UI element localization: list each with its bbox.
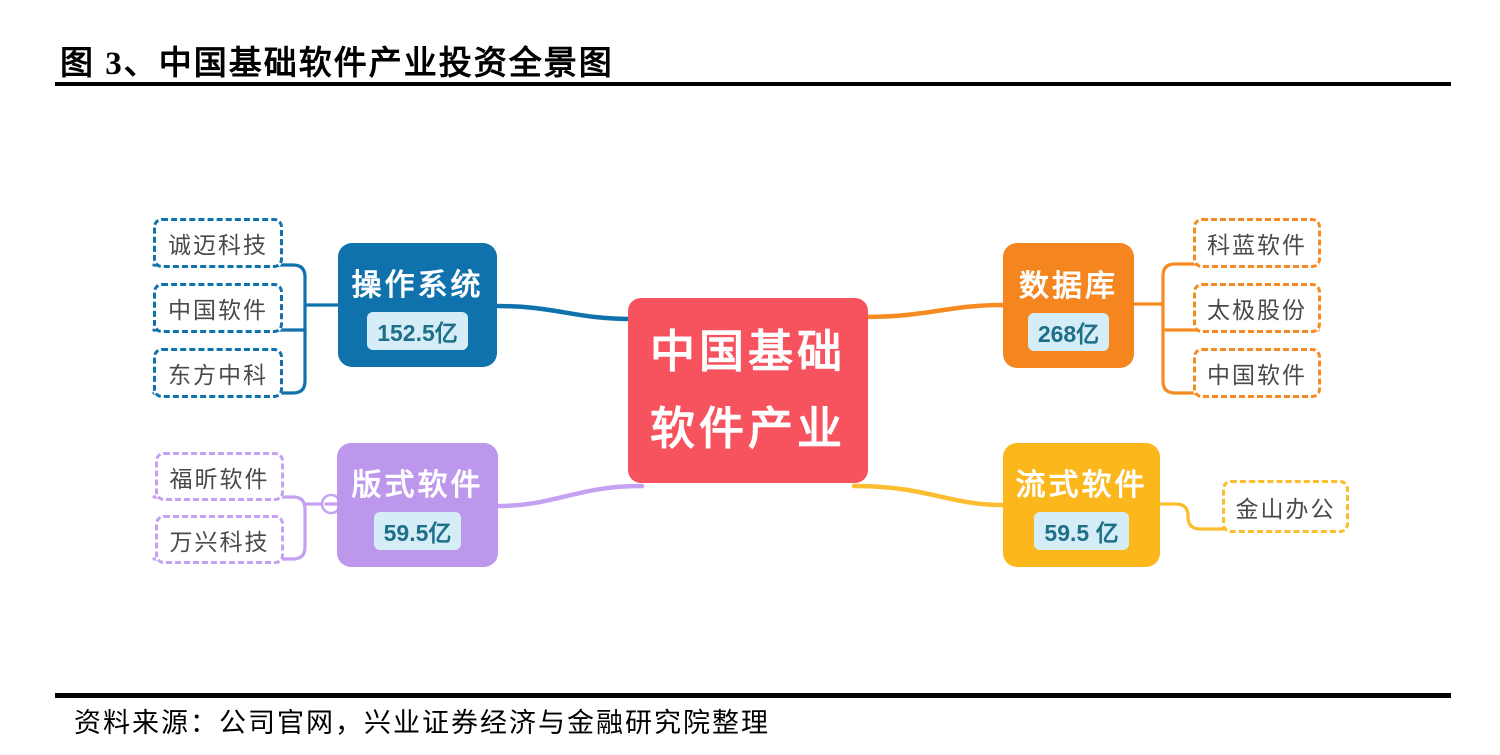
child-china-software: 中国软件 bbox=[153, 283, 283, 333]
branch-curve-stream-software bbox=[851, 483, 1006, 508]
node-label: 流式软件 bbox=[1015, 469, 1148, 502]
child-dongfang-zhongke: 东方中科 bbox=[153, 348, 283, 398]
child-foxit-software: 福昕软件 bbox=[155, 452, 284, 501]
node-layout-software: 版式软件 59.5亿 bbox=[337, 443, 498, 567]
child-bracket-layout-software bbox=[152, 495, 307, 561]
node-label: 版式软件 bbox=[351, 469, 484, 502]
node-root: 中国基础 软件产业 bbox=[628, 298, 868, 483]
root-label-line2: 软件产业 bbox=[649, 403, 846, 454]
node-value-badge: 59.5亿 bbox=[373, 512, 462, 550]
node-value-badge: 59.5 亿 bbox=[1034, 512, 1129, 550]
node-database: 数据库 268亿 bbox=[1003, 243, 1134, 368]
child-chengmai-tech: 诚迈科技 bbox=[153, 218, 283, 268]
node-stream-software: 流式软件 59.5 亿 bbox=[1003, 443, 1160, 567]
child-kelan-software: 科蓝软件 bbox=[1193, 218, 1321, 268]
node-value-badge: 268亿 bbox=[1027, 312, 1110, 351]
child-kingsoft-office: 金山办公 bbox=[1222, 480, 1349, 533]
node-operating-system: 操作系统 152.5亿 bbox=[338, 243, 497, 367]
title-divider bbox=[55, 82, 1451, 86]
branch-curve-database bbox=[861, 302, 1006, 320]
node-label: 操作系统 bbox=[351, 269, 484, 302]
source-caption: 资料来源：公司官网，兴业证券经济与金融研究院整理 bbox=[74, 708, 770, 738]
child-china-software-2: 中国软件 bbox=[1193, 348, 1321, 398]
figure-title: 图 3、中国基础软件产业投资全景图 bbox=[60, 46, 614, 82]
child-taiji-co: 太极股份 bbox=[1193, 283, 1321, 333]
bottom-divider bbox=[55, 693, 1451, 698]
child-underline-stream-software bbox=[1158, 502, 1347, 531]
branch-curve-layout-software bbox=[495, 483, 645, 509]
branch-curve-operating-system bbox=[494, 303, 635, 322]
root-label-line1: 中国基础 bbox=[649, 326, 846, 377]
child-wondershare-tech: 万兴科技 bbox=[155, 515, 284, 564]
node-label: 数据库 bbox=[1019, 269, 1118, 303]
node-value-badge: 152.5亿 bbox=[367, 312, 468, 350]
